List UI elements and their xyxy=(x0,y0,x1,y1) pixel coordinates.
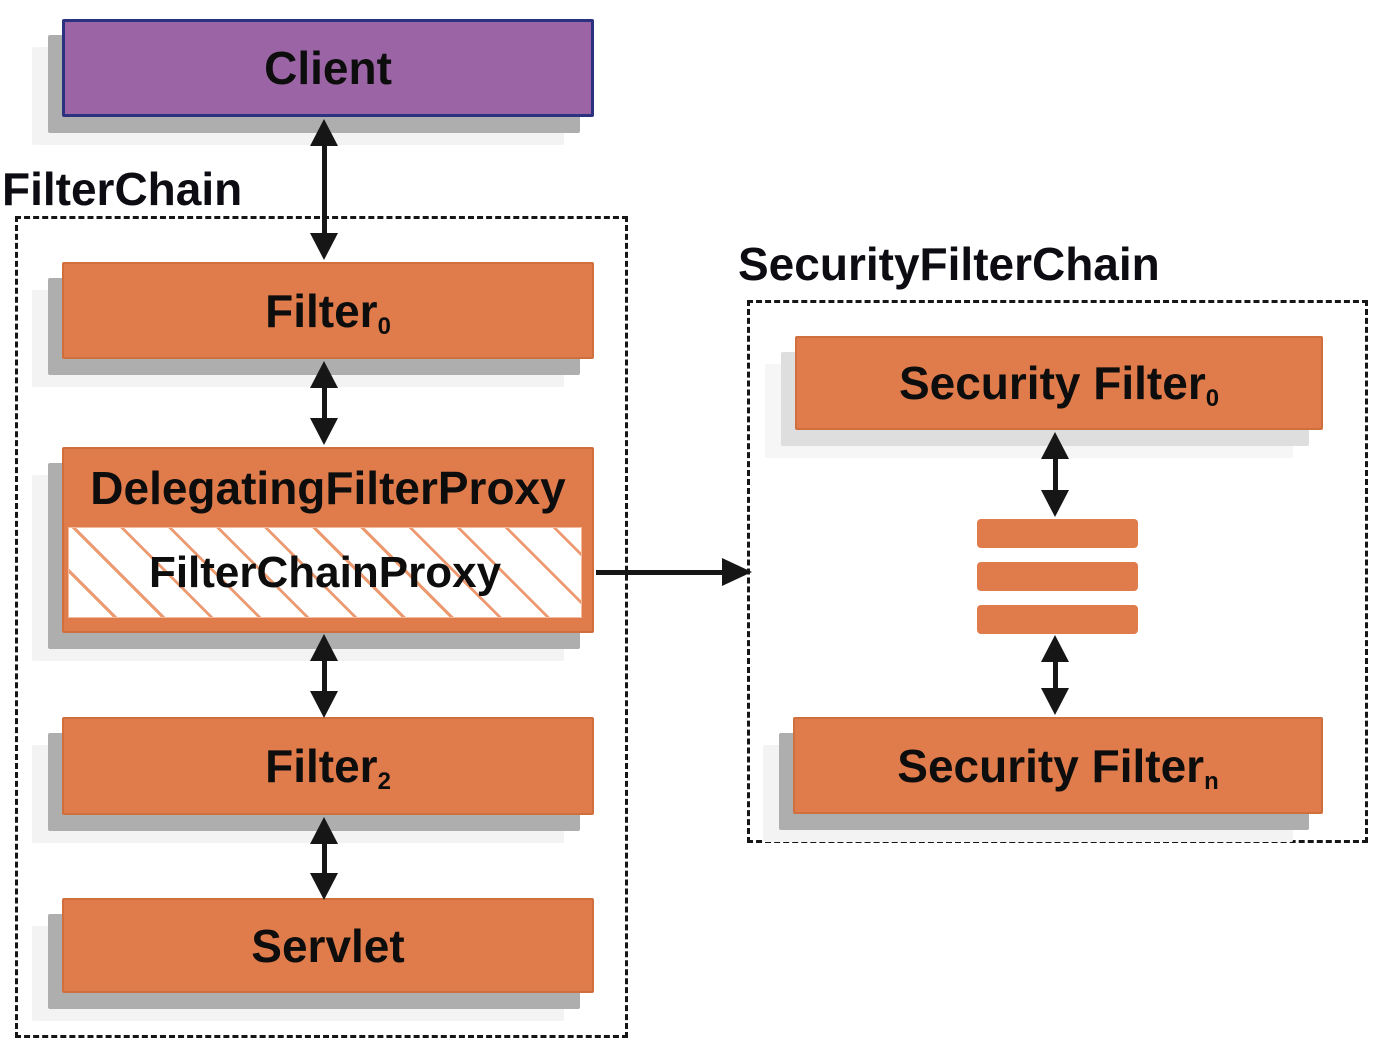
arrowhead-up-icon xyxy=(310,361,338,388)
security-filter0-label-subscript: 0 xyxy=(1205,385,1220,413)
client-box: Client xyxy=(62,19,594,117)
filter-chain-proxy-box: FilterChainProxy xyxy=(68,527,582,618)
arrow-shaft xyxy=(1052,456,1058,493)
arrowhead-down-icon xyxy=(1041,490,1069,517)
servlet-box-label: Servlet xyxy=(251,919,405,972)
arrow-shaft xyxy=(596,569,722,575)
arrowhead-down-icon xyxy=(310,691,338,718)
arrowhead-down-icon xyxy=(1041,688,1069,715)
filter-chain-proxy-label: FilterChainProxy xyxy=(148,547,502,597)
filter0-label-text: Filter xyxy=(265,284,378,337)
arrowhead-up-icon xyxy=(310,634,338,661)
filter2-box: Filter2 xyxy=(62,717,594,815)
filter2-label-subscript: 2 xyxy=(377,768,391,796)
filterchainproxy-filter2-arrow xyxy=(309,634,339,718)
servlet-box: Servlet xyxy=(62,898,594,993)
filter2-label-text: Filter xyxy=(265,740,378,792)
arrowhead-up-icon xyxy=(1041,635,1069,662)
arrow-shaft xyxy=(321,143,327,236)
arrowhead-down-icon xyxy=(310,418,338,445)
filter0-box-label: Filter0 xyxy=(265,284,391,340)
filterchainproxy-securityfilterchain-arrow xyxy=(596,558,752,586)
arrowhead-right-icon xyxy=(722,558,752,586)
arrowhead-up-icon xyxy=(310,119,338,146)
security-filter0-box: Security Filter0 xyxy=(795,336,1323,430)
security-filtern-box-label: Security Filtern xyxy=(897,739,1219,795)
delegating-filter-proxy-box: DelegatingFilterProxy FilterChainProxy xyxy=(62,447,594,633)
security-filters-ellipsis-bar xyxy=(977,605,1138,634)
security-filters-ellipsis-bar xyxy=(977,519,1138,548)
delegating-filter-proxy-label: DelegatingFilterProxy xyxy=(90,462,566,514)
arrow-shaft xyxy=(321,658,327,694)
client-box-label: Client xyxy=(264,42,392,94)
security-filtern-label-subscript: n xyxy=(1204,767,1219,795)
arrow-shaft xyxy=(321,385,327,421)
client-filter0-arrow xyxy=(309,119,339,260)
security-filtern-box: Security Filtern xyxy=(793,717,1323,814)
security-filtern-label-text: Security Filter xyxy=(897,739,1205,792)
ellipsis-securityfiltern-arrow xyxy=(1040,635,1070,715)
filter0-box: Filter0 xyxy=(62,262,594,359)
filter0-delegatingfilterproxy-arrow xyxy=(309,361,339,445)
securityfilterchain-label: SecurityFilterChain xyxy=(738,238,1160,290)
arrowhead-down-icon xyxy=(310,873,338,900)
filterchain-label: FilterChain xyxy=(2,163,243,215)
security-filter0-box-label: Security Filter0 xyxy=(898,356,1220,413)
filter2-box-label: Filter2 xyxy=(265,739,391,796)
filter0-label-subscript: 0 xyxy=(377,312,391,340)
security-filter0-label-text: Security Filter xyxy=(898,357,1206,409)
securityfilter0-ellipsis-arrow xyxy=(1040,432,1070,517)
arrowhead-up-icon xyxy=(310,817,338,844)
filter2-servlet-arrow xyxy=(309,817,339,900)
arrowhead-up-icon xyxy=(1041,432,1069,459)
security-filters-ellipsis-bar xyxy=(977,562,1138,591)
arrow-shaft xyxy=(321,841,327,876)
arrowhead-down-icon xyxy=(310,233,338,260)
arrow-shaft xyxy=(1052,659,1058,691)
